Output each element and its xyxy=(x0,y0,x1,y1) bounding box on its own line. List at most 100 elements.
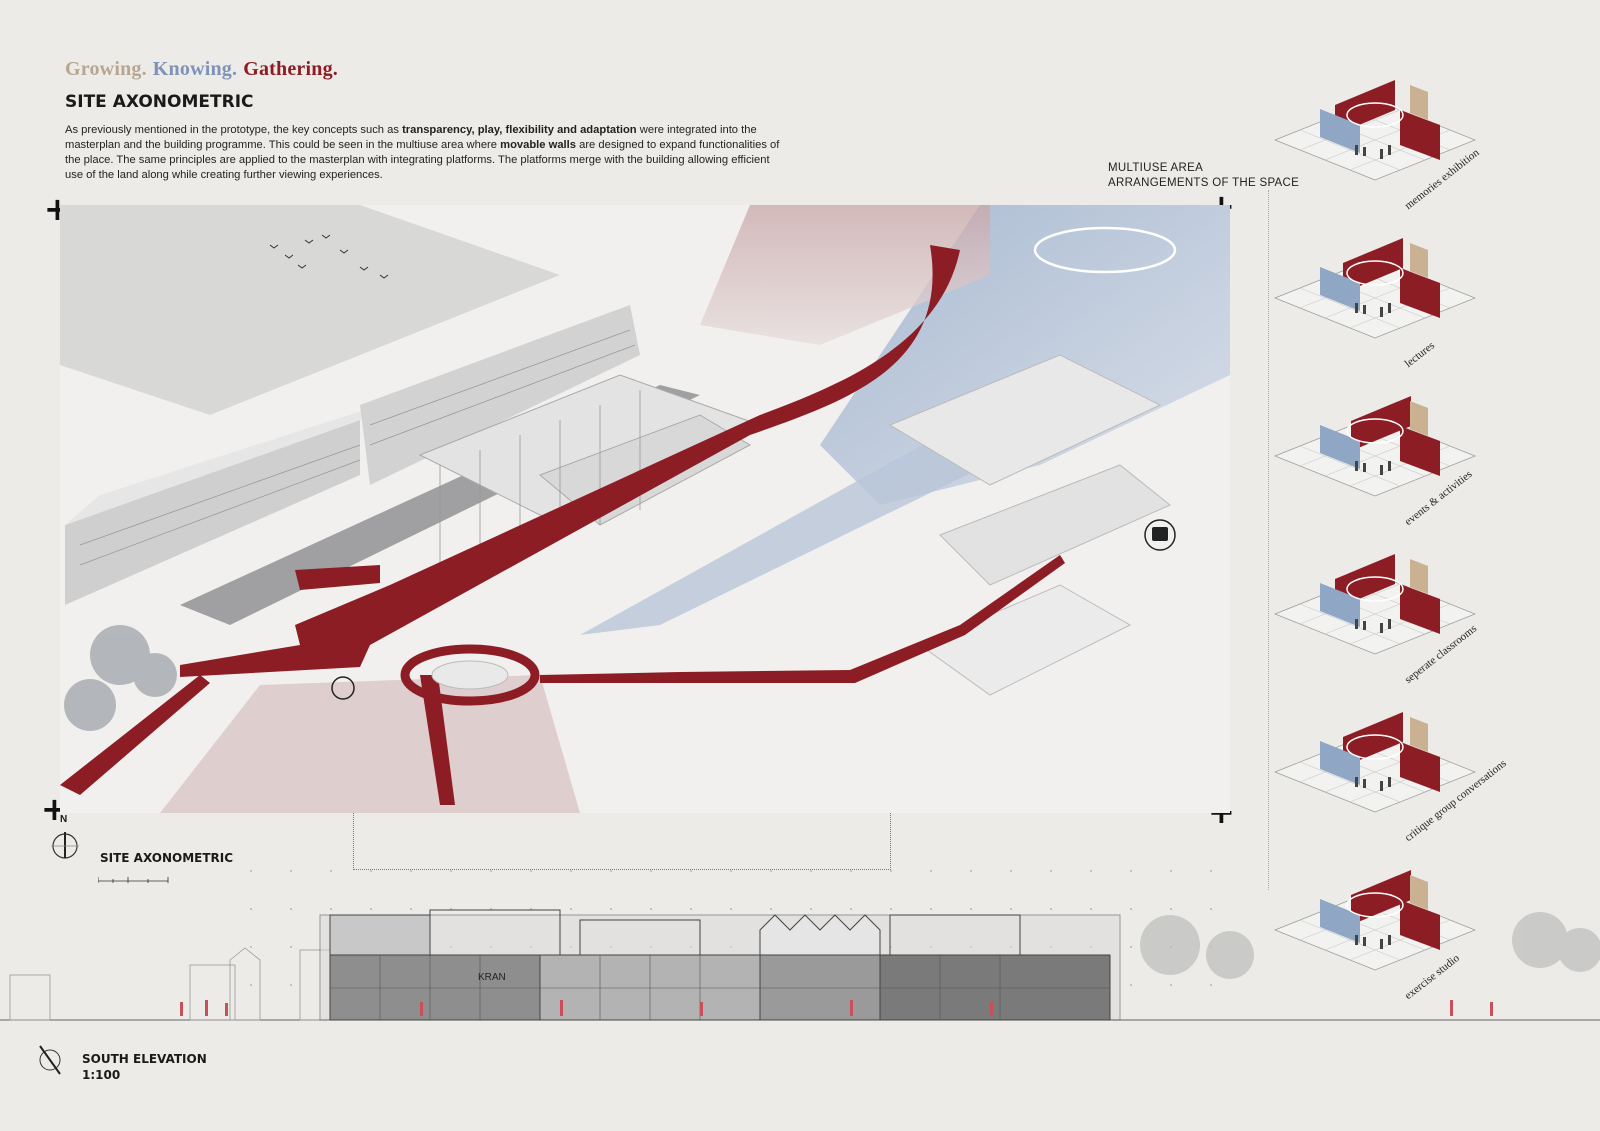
arrangement-module: seperate classrooms xyxy=(1260,549,1560,699)
grid-dot xyxy=(650,870,652,872)
grid-dot xyxy=(930,908,932,910)
site-axonometric-drawing xyxy=(60,205,1230,813)
elevation-houses-left xyxy=(9,947,336,1021)
grid-dot xyxy=(370,908,372,910)
intro-text-5: are designed to expand functionalities o… xyxy=(65,139,780,181)
grid-dot xyxy=(410,870,412,872)
grid-dot xyxy=(1050,870,1052,872)
grid-dot xyxy=(490,870,492,872)
grid-dot xyxy=(1090,870,1092,872)
grid-dot xyxy=(1010,870,1012,872)
grid-dot xyxy=(410,908,412,910)
arrangement-diagram xyxy=(1274,238,1476,339)
arrangement-module: exercise studio xyxy=(1260,865,1560,1015)
red-walkway-lower xyxy=(420,675,455,805)
grid-dot xyxy=(610,870,612,872)
south-elevation-drawing: KRAN xyxy=(0,909,1600,1021)
grid-dot xyxy=(450,908,452,910)
grid-dot xyxy=(1170,984,1172,986)
people-icons xyxy=(180,1000,1493,1016)
column-dotted-divider xyxy=(1268,190,1269,890)
facade-lines xyxy=(79,329,636,566)
tagline: Growing.Knowing.Gathering. xyxy=(65,58,344,81)
elevation-building xyxy=(319,909,1121,1021)
right-buildings xyxy=(888,354,1162,486)
grid-dot xyxy=(690,870,692,872)
tagline-gathering: Gathering. xyxy=(243,58,338,80)
grid-dot xyxy=(1050,908,1052,910)
grid-dot xyxy=(1010,908,1012,910)
grid-dot xyxy=(730,870,732,872)
grid-dot xyxy=(330,870,332,872)
grid-dot xyxy=(250,984,252,986)
grid-dot xyxy=(370,870,372,872)
grid-dot xyxy=(1170,908,1172,910)
bus-stop-icon xyxy=(1144,519,1176,551)
grid-dot xyxy=(850,870,852,872)
grid-dot xyxy=(290,870,292,872)
arrangement-module: memories exhibition xyxy=(1260,75,1560,225)
arrangement-module: lectures xyxy=(1260,233,1560,383)
terrace-roof xyxy=(65,405,380,525)
red-walkway xyxy=(60,675,210,795)
grid-dot xyxy=(330,908,332,910)
grid-dot xyxy=(450,870,452,872)
grid-dot xyxy=(570,908,572,910)
multiuse-heading: MULTIUSE AREA ARRANGEMENTS OF THE SPACE xyxy=(1108,161,1299,191)
arrangement-diagram xyxy=(1274,870,1476,971)
grid-dot xyxy=(890,908,892,910)
grid-dot xyxy=(610,908,612,910)
grid-dot xyxy=(1130,870,1132,872)
grid-dot xyxy=(290,946,292,948)
grid-dot xyxy=(690,908,692,910)
grid-dot xyxy=(770,908,772,910)
intro-text-4: movable walls xyxy=(500,139,576,151)
elevation-sign: KRAN xyxy=(478,972,506,983)
terrace-buildings xyxy=(65,420,360,605)
grid-dot xyxy=(250,946,252,948)
grid-dot xyxy=(970,908,972,910)
grid-dot xyxy=(770,870,772,872)
grid-dot xyxy=(930,870,932,872)
south-elevation-scale: 1:100 xyxy=(82,1068,121,1082)
intro-paragraph: As previously mentioned in the prototype… xyxy=(65,123,785,183)
grid-dot xyxy=(530,870,532,872)
intro-text-3: were integrated into the masterplan and … xyxy=(65,124,757,151)
intro-text-2: transparency, play, flexibility and adap… xyxy=(402,124,637,136)
multiuse-line-2: ARRANGEMENTS OF THE SPACE xyxy=(1108,177,1300,189)
arrangement-module: critique group conversations xyxy=(1260,707,1560,857)
arrangement-diagram xyxy=(1274,396,1476,497)
bird-icons xyxy=(269,234,389,279)
grid-dot xyxy=(1210,984,1212,986)
south-elevation-label: SOUTH ELEVATION xyxy=(82,1052,207,1066)
circular-plaza-top xyxy=(1033,226,1177,274)
grid-dot xyxy=(1170,870,1172,872)
north-arrow-icon xyxy=(51,832,79,859)
grid-dot xyxy=(1130,984,1132,986)
grid-dot xyxy=(810,870,812,872)
red-platform-left xyxy=(295,565,380,590)
grid-dot xyxy=(1210,908,1212,910)
grid-dot xyxy=(970,870,972,872)
grid-dot xyxy=(250,870,252,872)
north-arrow-icon xyxy=(39,1045,61,1075)
elevation-trees xyxy=(1140,912,1600,979)
arrangement-module: events & activities xyxy=(1260,391,1560,541)
grid-dot xyxy=(490,908,492,910)
grid-dot xyxy=(1210,870,1212,872)
grid-dot xyxy=(290,984,292,986)
grid-dot xyxy=(530,908,532,910)
grid-dot xyxy=(290,908,292,910)
grid-dot xyxy=(1090,908,1092,910)
page-title: SITE AXONOMETRIC xyxy=(65,92,254,112)
tagline-growing: Growing. xyxy=(65,58,147,80)
pink-ground xyxy=(700,205,990,345)
grid-dot xyxy=(570,870,572,872)
grid-dot xyxy=(650,908,652,910)
intro-text-1: As previously mentioned in the prototype… xyxy=(65,124,403,136)
north-label: N xyxy=(60,814,68,825)
multiuse-line-1: MULTIUSE AREA xyxy=(1108,162,1204,174)
historic-buildings xyxy=(360,305,640,485)
site-axonometric-label: SITE AXONOMETRIC xyxy=(100,851,234,865)
